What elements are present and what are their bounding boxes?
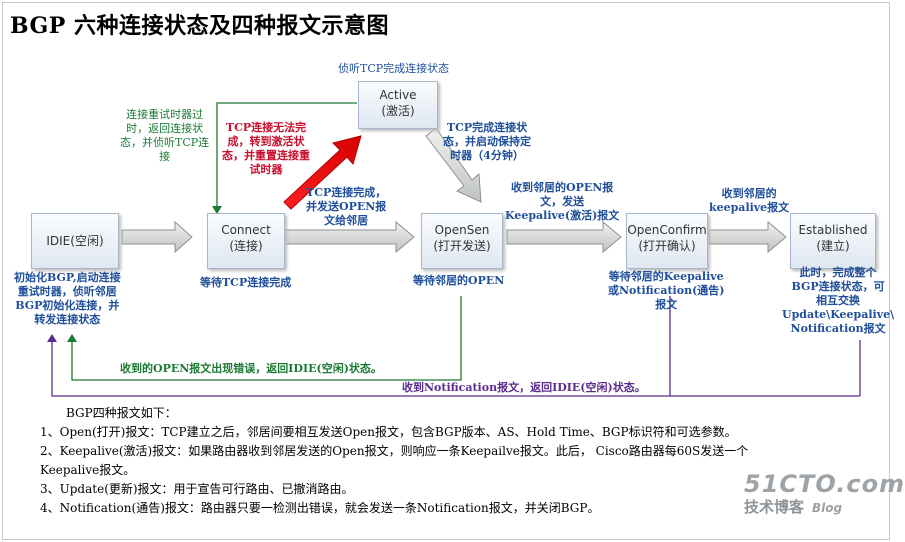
label-tcp-done-connect: TCP连接完成， 并发送OPEN报 文给邻居 — [306, 186, 387, 227]
state-openconfirm-sub: (打开确认) — [638, 239, 696, 253]
arrow-opensent-to-openconfirm — [506, 220, 622, 254]
watermark-blog: Blog — [812, 501, 843, 515]
state-established-name: Established — [798, 223, 868, 237]
line-notification-to-idle — [51, 296, 671, 397]
state-connect-sub: (连接) — [229, 239, 263, 253]
state-established: Established (建立) — [790, 213, 876, 269]
state-connect: Connect (连接) — [207, 213, 285, 269]
label-connect-below: 等待TCP连接完成 — [200, 276, 292, 289]
diagram-title: BGP 六种连接状态及四种报文示意图 — [10, 13, 389, 39]
state-connect-name: Connect — [221, 223, 271, 237]
arrow-openconfirm-to-established — [708, 220, 787, 254]
diagram-frame — [2, 2, 890, 540]
state-openconfirm-name: OpenConfirm — [627, 223, 707, 237]
line-active-to-connect — [216, 102, 357, 210]
label-active-top: 侦听TCP完成连接状态 — [338, 62, 450, 75]
messages-heading: BGP四种报文如下： — [66, 406, 177, 420]
state-opensent-name: OpenSen — [434, 223, 490, 237]
watermark-site: 51CTO.com — [744, 470, 905, 498]
state-active-sub: (激活) — [381, 104, 415, 118]
label-recv-open: 收到邻居的OPEN报 文，发送 Keepalive(激活)报文 — [505, 181, 620, 222]
message-line: 3、Update(更新)报文：用于宣告可行路由、已撤消路由。 — [40, 482, 354, 496]
label-tcp-fail: TCP连接无法完 成，转到激活状 态，并重置连接重 试时器 — [222, 121, 310, 176]
state-active: Active (激活) — [358, 81, 438, 129]
arrow-connect-to-opensent — [283, 220, 415, 254]
label-opensent-below: 等待邻居的OPEN — [413, 274, 505, 287]
label-tcp-done-active: TCP完成连接状 态，并启动保持定 时器（4分钟） — [443, 121, 531, 162]
arrow-active-to-opensent — [425, 127, 482, 203]
state-established-sub: (建立) — [816, 239, 850, 253]
label-retry: 连接重试时器过 时，返回连接状 态，并侦听TCP连 接 — [120, 108, 210, 163]
message-line: 1、Open(打开)报文：TCP建立之后，邻居间要相互发送Open报文，包含BG… — [40, 425, 737, 439]
label-open-error: 收到的OPEN报文出现错误，返回IDIE(空闲)状态。 — [120, 362, 382, 375]
message-descriptions: BGP四种报文如下： 1、Open(打开)报文：TCP建立之后，邻居间要相互发送… — [40, 404, 888, 518]
state-active-name: Active — [379, 88, 417, 102]
line-opensent-to-idle — [71, 296, 462, 381]
message-line: Keepalive报文。 — [40, 463, 136, 477]
arrow-idle-to-connect — [121, 220, 193, 254]
label-established-below: 此时，完成整个 BGP连接状态，可 相互交换 Update\Keepalive\… — [782, 266, 895, 335]
label-openconfirm-below: 等待邻居的Keepalive 或Notification(通告) 报文 — [608, 270, 725, 311]
state-idle: IDIE(空闲) — [31, 213, 119, 269]
state-idle-name: IDIE(空闲) — [46, 234, 104, 248]
label-idle-below: 初始化BGP,启动连接 重试时器，侦听邻居 BGP初始化连接，并 转发连接状态 — [14, 271, 121, 326]
state-opensent-sub: (打开发送) — [433, 239, 491, 253]
arrow-connect-to-active — [283, 135, 362, 210]
label-recv-keepalive: 收到邻居的 keepalive报文 — [709, 187, 790, 214]
message-line: 2、Keepalive(激活)报文：如果路由器收到邻居发送的Open报文，则响应… — [40, 444, 749, 458]
state-openconfirm: OpenConfirm (打开确认) — [626, 213, 708, 269]
label-notification-back: 收到Notification报文，返回IDIE(空闲)状态。 — [402, 381, 646, 394]
message-line: 4、Notification(通告)报文：路由器只要一检测出错误，就会发送一条N… — [40, 501, 600, 515]
state-opensent: OpenSen (打开发送) — [421, 213, 503, 269]
